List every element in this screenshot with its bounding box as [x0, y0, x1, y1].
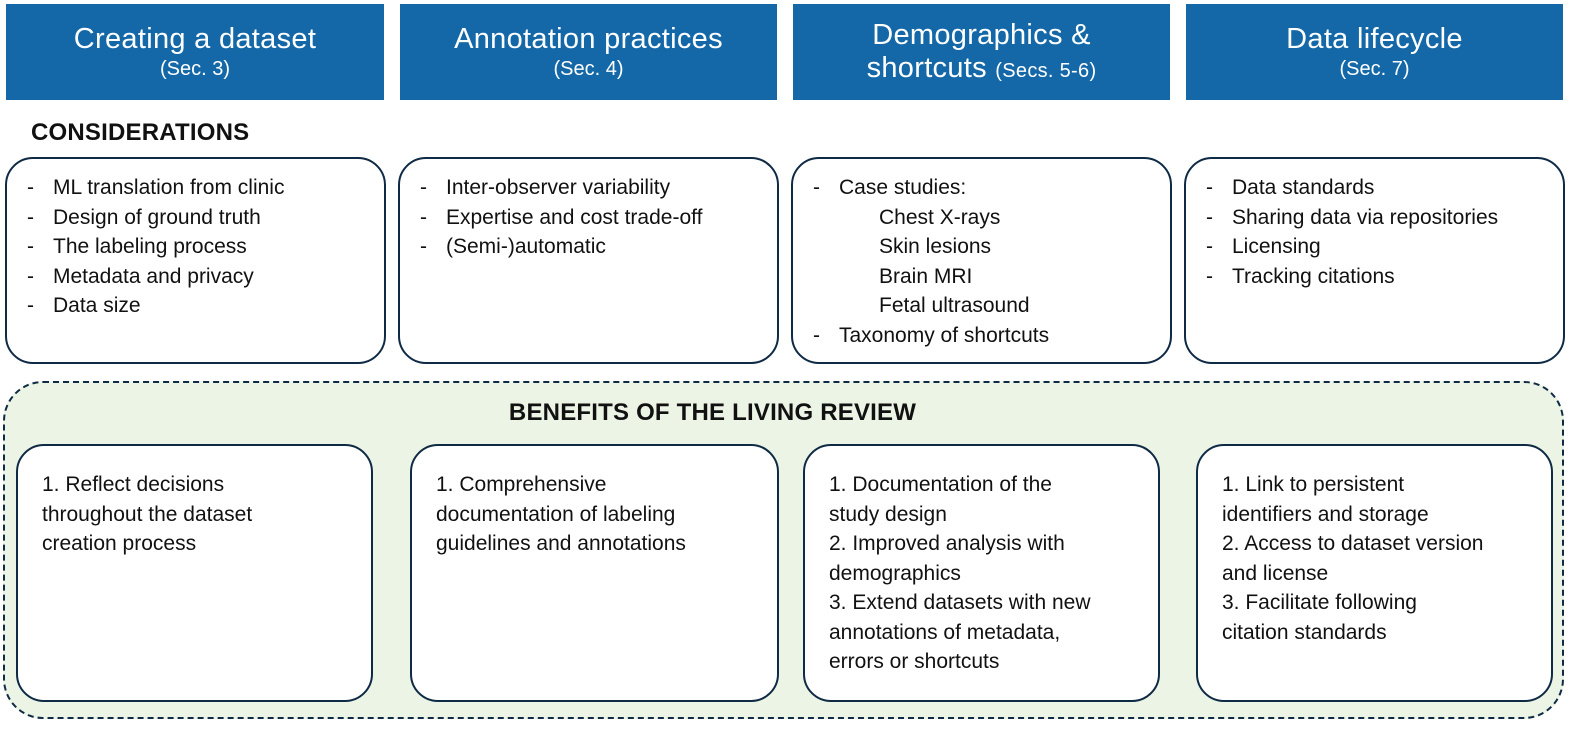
considerations-list: -Inter-observer variability -Expertise a… — [420, 173, 777, 262]
considerations-list: -ML translation from clinic -Design of g… — [27, 173, 384, 321]
list-item: -The labeling process — [27, 235, 247, 258]
benefits-text: 1. Documentation of the study design 2. … — [829, 470, 1144, 677]
text-line: 3. Facilitate following — [1222, 591, 1417, 614]
benefits-text: 1. Comprehensive documentation of labeli… — [436, 470, 763, 559]
text-line: demographics — [829, 561, 961, 585]
benefits-title: BENEFITS OF THE LIVING REVIEW — [508, 399, 917, 426]
list-item: -Expertise and cost trade-off — [420, 205, 703, 229]
text-line: guidelines and annotations — [436, 532, 686, 555]
text-line: citation standards — [1222, 620, 1387, 644]
text-line: annotations of metadata, — [829, 620, 1061, 644]
considerations-box-demographics: -Case studies: Chest X-rays Skin lesions… — [791, 157, 1172, 364]
header-title-word: shortcuts — [866, 52, 987, 84]
header-section: (Sec. 7) — [1339, 57, 1410, 80]
list-item: -Sharing data via repositories — [1206, 205, 1499, 229]
header-annotation-practices: Annotation practices (Sec. 4) — [400, 4, 777, 100]
text-line: 3. Extend datasets with new — [829, 591, 1091, 614]
text-line: documentation of labeling — [436, 502, 676, 526]
header-demographics-shortcuts: Demographics & shortcuts (Secs. 5-6) — [793, 4, 1170, 100]
header-title: Annotation practices — [454, 22, 723, 55]
text-line: 1. Reflect decisions — [42, 473, 225, 496]
list-item: -Data standards — [1206, 176, 1375, 199]
list-item: -Case studies: — [813, 176, 967, 199]
list-item: -Inter-observer variability — [420, 176, 671, 199]
header-title: Data lifecycle — [1286, 22, 1463, 55]
header-data-lifecycle: Data lifecycle (Sec. 7) — [1186, 4, 1563, 100]
considerations-title: CONSIDERATIONS — [31, 119, 250, 146]
considerations-box-dataset: -ML translation from clinic -Design of g… — [5, 157, 386, 364]
header-section: (Sec. 3) — [159, 57, 231, 80]
text-line: 1. Comprehensive — [436, 473, 607, 496]
text-line: and license — [1222, 561, 1329, 585]
text-line: errors or shortcuts — [829, 650, 1000, 673]
text-line: creation process — [42, 532, 197, 555]
text-line: 2. Access to dataset version — [1222, 532, 1484, 555]
considerations-box-annotation: -Inter-observer variability -Expertise a… — [398, 157, 779, 364]
header-creating-dataset: Creating a dataset (Sec. 3) — [6, 4, 384, 100]
list-item: -Data size — [27, 294, 141, 317]
header-section: (Sec. 4) — [553, 57, 624, 80]
considerations-list: -Data standards -Sharing data via reposi… — [1206, 173, 1563, 291]
list-item: -(Semi-)automatic — [420, 235, 606, 258]
text-line: identifiers and storage — [1222, 502, 1429, 526]
text-line: 2. Improved analysis with — [829, 532, 1065, 555]
list-subitem: Brain MRI — [879, 264, 973, 288]
list-subitem: Fetal ultrasound — [879, 294, 1030, 317]
list-subitem: Chest X-rays — [879, 205, 1001, 229]
benefits-text: 1. Link to persistent identifiers and st… — [1222, 470, 1537, 647]
list-item: -Taxonomy of shortcuts — [813, 323, 1050, 347]
benefits-box-lifecycle: 1. Link to persistent identifiers and st… — [1196, 444, 1553, 702]
header-title-line2: shortcuts (Secs. 5-6) — [867, 52, 1097, 85]
header-section: (Secs. 5-6) — [995, 60, 1097, 82]
benefits-box-dataset: 1. Reflect decisions throughout the data… — [16, 444, 373, 702]
considerations-list: -Case studies: Chest X-rays Skin lesions… — [813, 173, 1170, 350]
header-title-line1: Demographics & — [872, 19, 1091, 51]
header-title: Creating a dataset — [73, 22, 317, 55]
text-line: 1. Link to persistent — [1222, 473, 1405, 496]
text-line: throughout the dataset — [42, 502, 253, 526]
list-item: -Tracking citations — [1206, 264, 1395, 288]
considerations-box-lifecycle: -Data standards -Sharing data via reposi… — [1184, 157, 1565, 364]
text-line: 1. Documentation of the — [829, 473, 1052, 496]
list-subitem: Skin lesions — [879, 235, 992, 258]
benefits-box-annotation: 1. Comprehensive documentation of labeli… — [410, 444, 779, 702]
text-line: study design — [829, 502, 947, 526]
benefits-text: 1. Reflect decisions throughout the data… — [42, 470, 357, 559]
benefits-box-demographics: 1. Documentation of the study design 2. … — [803, 444, 1160, 702]
list-item: -Metadata and privacy — [27, 264, 254, 288]
list-item: -ML translation from clinic — [27, 176, 285, 199]
list-item: -Design of ground truth — [27, 205, 261, 229]
list-item: -Licensing — [1206, 235, 1321, 258]
